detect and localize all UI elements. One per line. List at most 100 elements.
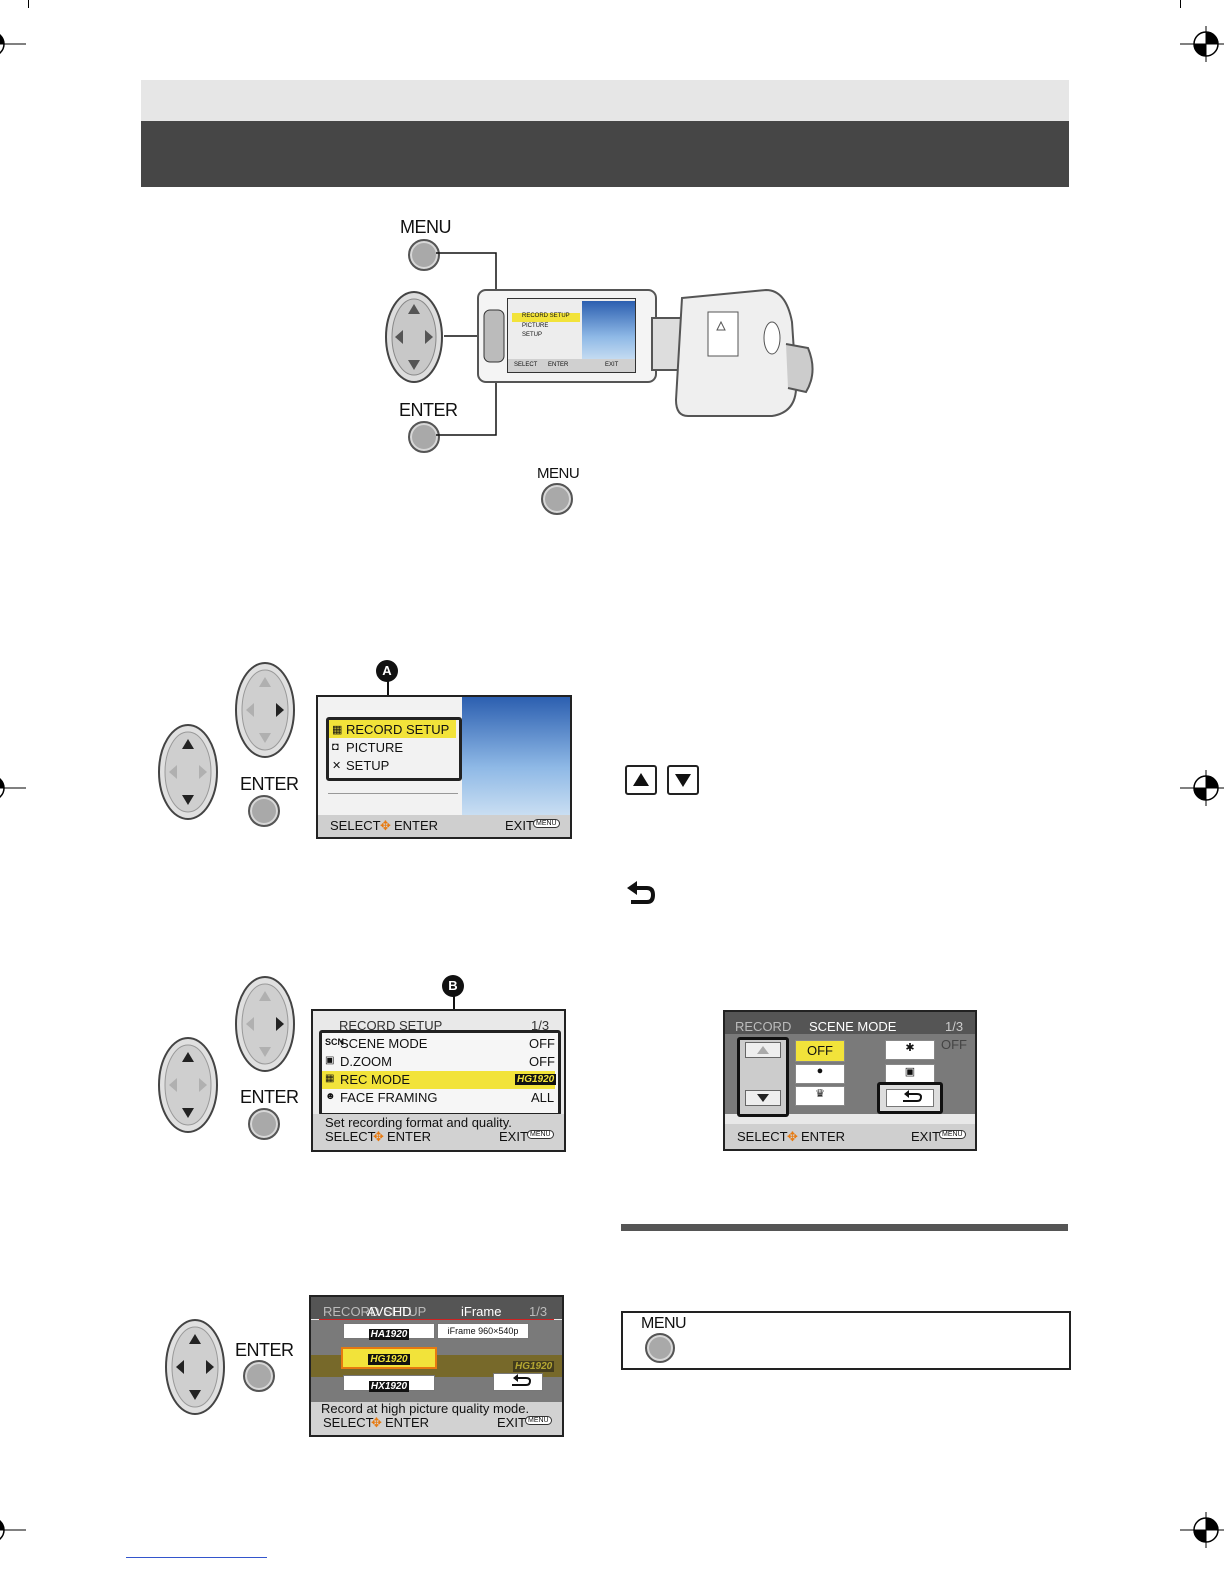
step-a-item-picture-icon: ◘ [332,741,339,753]
registration-mark-top-right [1180,26,1224,67]
down-arrow-icon [667,765,699,795]
option-iframe-960[interactable]: iFrame 960×540p [437,1323,529,1339]
step-b-enter-label: ENTER [240,1087,299,1107]
section-header-band [141,80,1069,121]
section-divider [621,1224,1068,1231]
scene-footer-exit: EXIT [911,1129,940,1144]
lcd-item-picture: PICTURE [522,323,549,329]
step-b-row-scene-mode[interactable]: SCENE MODE [340,1036,428,1051]
step-b-row-face-framing-icon: ☻ [325,1091,336,1102]
menu-note-button[interactable] [645,1333,675,1363]
cursor-up-down-icon[interactable] [157,723,219,821]
step-c-enter-label: ENTER [235,1340,294,1360]
step-b-menu-screen: RECORD SETUP 1/3 SCN SCENE MODE OFF ▣ D.… [311,1009,566,1152]
step-b-page: 1/3 [531,1018,550,1033]
option-hg1920[interactable]: HG1920 [341,1347,437,1369]
step-c-bg-value: HG1920 [513,1361,555,1372]
scroll-up-button[interactable] [745,1042,781,1058]
step-c-page: 1/3 [529,1304,548,1319]
scene-footer-enter-icon: ✥ [787,1129,798,1144]
step-b-row-face-framing-value: ALL [531,1090,555,1105]
scene-off-label: OFF [807,1043,833,1058]
step-c-enter-button[interactable] [243,1360,275,1392]
crop-mark-top-right [1180,0,1181,8]
footer-link-underline[interactable] [126,1557,267,1558]
scene-option-spotlight[interactable]: ▣ [885,1064,935,1084]
step-a-enter-label: ENTER [240,774,299,794]
enter-button[interactable] [408,421,440,453]
step-b-row-face-framing[interactable]: FACE FRAMING [340,1090,438,1105]
step-a-item-picture[interactable]: PICTURE [346,740,404,755]
cursor-right-icon[interactable] [234,661,296,759]
step-b-footer-enter: ENTER [387,1129,432,1144]
callout-a: A [376,660,398,682]
section-title-band [141,121,1069,187]
return-icon [627,881,656,904]
menu-button[interactable] [408,239,440,271]
lcd-footer-select: SELECT [514,362,538,368]
registration-mark-top-left [0,26,30,67]
cursor-leader-line [444,335,482,337]
registration-mark-mid-left [0,770,30,811]
registration-mark-bottom-right [1180,1462,1224,1553]
step-b-footer-enter-icon: ✥ [373,1129,384,1144]
step-b-row-dzoom-value: OFF [529,1054,555,1069]
scene-option-portrait[interactable]: ♛ [795,1086,845,1106]
scene-mode-bg-header: RECORD [735,1019,792,1034]
step-c-return-button[interactable] [493,1373,543,1391]
step-a-footer-select: SELECT [330,818,381,833]
lcd-item-setup: SETUP [522,332,543,338]
option-ha1920[interactable]: HA1920 [343,1323,435,1340]
step-a-item-record-setup[interactable]: RECORD SETUP [346,722,450,737]
registration-mark-mid-right [1180,710,1224,860]
step-b-footer-select: SELECT [325,1129,376,1144]
step-c-rec-mode-screen: RECORD SETUP AVCHD iFrame 1/3 HA1920 iFr… [309,1295,564,1437]
step-b-header: RECORD SETUP [339,1018,443,1033]
menu-step-button[interactable] [541,483,573,515]
step-c-cursor-icon[interactable] [164,1318,226,1416]
step-c-tab-iframe[interactable]: iFrame [461,1304,502,1319]
step-a-footer-exit: EXIT [505,818,534,833]
step-b-cursor-right-icon[interactable] [234,975,296,1073]
scene-footer-select: SELECT [737,1129,788,1144]
step-c-exit-menu-pill: MENU [525,1416,552,1425]
scene-footer-enter: ENTER [801,1129,846,1144]
step-a-exit-menu-pill: MENU [533,819,560,828]
option-hx1920[interactable]: HX1920 [343,1375,435,1392]
cursor-button-icon[interactable] [384,290,444,385]
step-a-item-setup[interactable]: SETUP [346,758,390,773]
lcd-footer-enter: ENTER [548,362,569,368]
step-a-menu-screen: ▦ RECORD SETUP ◘ PICTURE ✕ SETUP SELECT … [316,695,572,839]
step-a-footer-enter-icon: ✥ [380,818,391,833]
step-b-row-scene-mode-value: OFF [529,1036,555,1051]
step-b-row-rec-mode-value: HG1920 [515,1074,557,1085]
step-b-row-dzoom[interactable]: D.ZOOM [340,1054,392,1069]
enter-leader-line [436,370,497,436]
step-b-row-rec-mode[interactable]: REC MODE [340,1072,411,1087]
step-b-cursor-up-down-icon[interactable] [157,1036,219,1134]
step-c-footer-exit: EXIT [497,1415,526,1430]
scene-option-sports[interactable]: ● [795,1064,845,1084]
menu-step-label: MENU [537,465,580,482]
scene-exit-menu-pill: MENU [939,1130,966,1139]
step-c-footer-enter: ENTER [385,1415,430,1430]
step-b-exit-menu-pill: MENU [527,1130,554,1139]
step-c-tab-avchd[interactable]: AVCHD [367,1304,412,1319]
step-a-footer-enter: ENTER [394,818,439,833]
step-c-description: Record at high picture quality mode. [321,1401,530,1416]
step-a-item-setup-icon: ✕ [332,760,342,772]
camcorder-lcd-screen: RECORD SETUP PICTURE SETUP SELECT ENTER … [507,298,636,373]
scene-option-low-light[interactable]: ✱ [885,1040,935,1060]
step-a-item-record-setup-icon: ▦ [332,724,343,736]
preview-image [462,697,570,815]
scroll-down-button[interactable] [745,1090,781,1106]
scene-mode-screen: RECORD SCENE MODE 1/3 OFF OFF ● ♛ ✱ ▣ SE… [723,1010,977,1151]
step-b-description: Set recording format and quality. [325,1115,512,1130]
scene-return-button[interactable] [877,1082,943,1114]
step-c-footer-select: SELECT [323,1415,374,1430]
menu-button-label: MENU [400,217,452,237]
scene-off-option[interactable] [795,1040,845,1062]
registration-mark-bottom-left [0,1512,30,1553]
step-a-enter-button[interactable] [248,795,280,827]
step-b-enter-button[interactable] [248,1108,280,1140]
